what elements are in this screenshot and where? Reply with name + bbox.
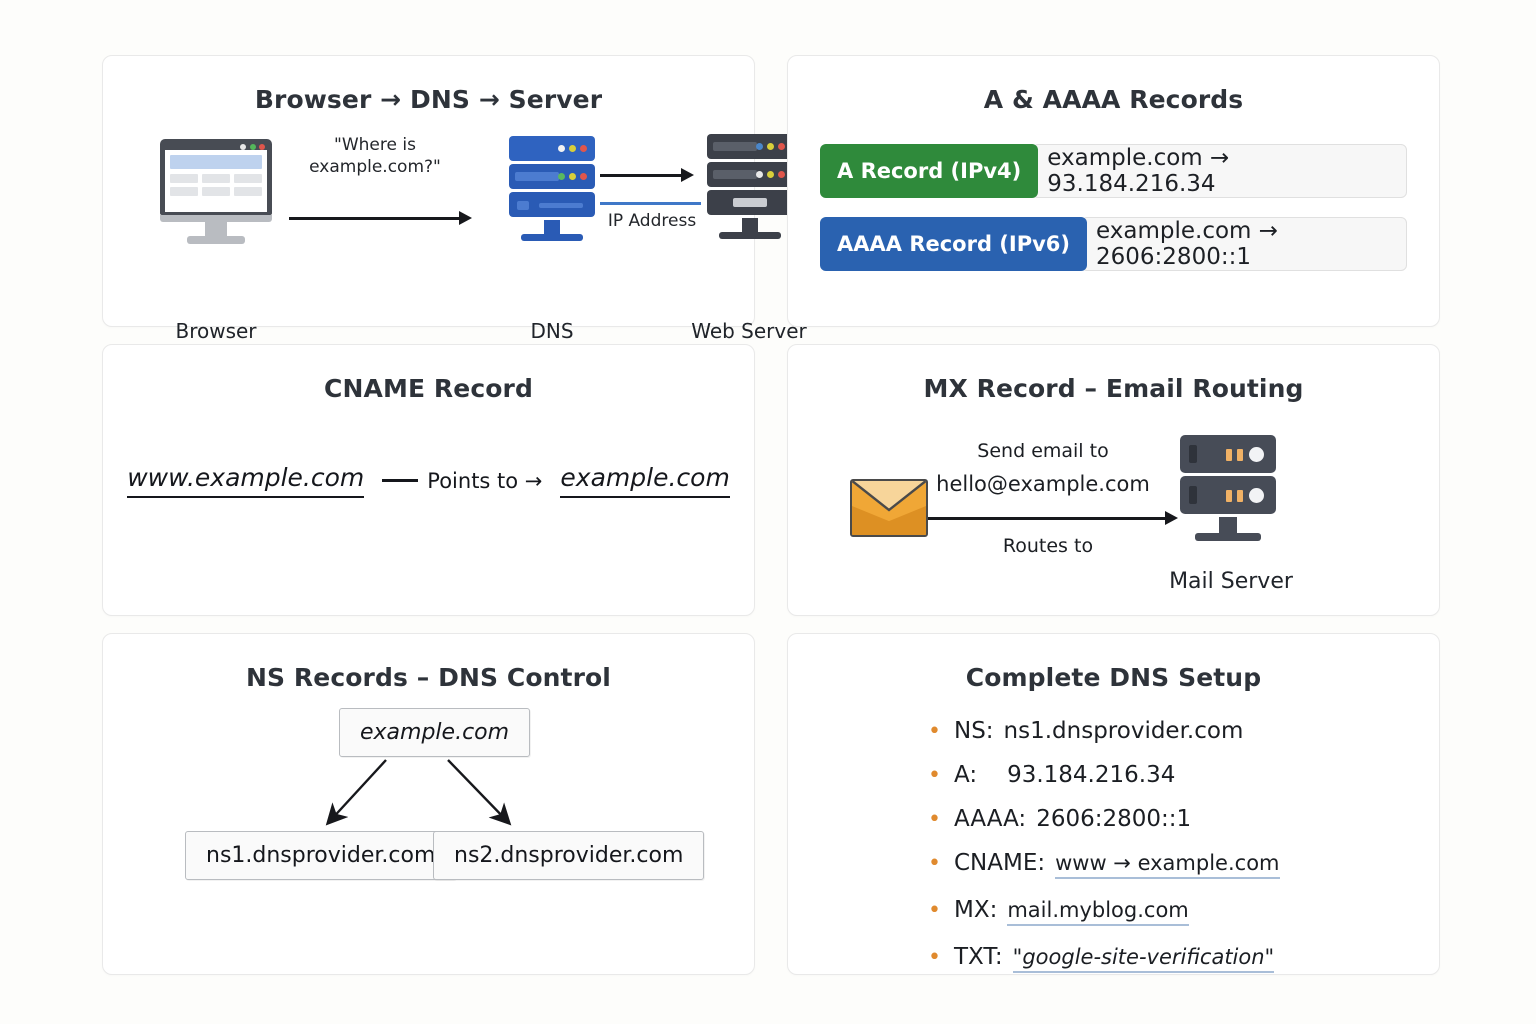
mx-arrow-line <box>928 517 1168 520</box>
setup-key-aaaa: AAAA: <box>953 806 1027 832</box>
query-label-line2: example.com?" <box>309 157 441 178</box>
envelope-flap-icon <box>852 481 926 512</box>
dns-infographic-board: Browser → DNS → Server <box>102 55 1440 975</box>
browser-caption: Browser <box>175 319 257 343</box>
cname-target: example.com <box>560 463 730 498</box>
panel-complete-dns-setup: Complete DNS Setup • NS: ns1.dnsprovider… <box>787 633 1440 975</box>
setup-value-ns: ns1.dnsprovider.com <box>1003 718 1244 744</box>
mx-send-line1: Send email to <box>977 440 1109 462</box>
setup-value-txt: "google-site-verification" <box>1012 945 1275 973</box>
flow-diagram: "Where is example.com?" <box>103 126 807 343</box>
browser-monitor-icon <box>160 139 272 244</box>
aaaa-record-value: example.com → 2606:2800::1 <box>1081 217 1407 271</box>
mx-diagram: Send email to hello@example.com Routes t… <box>788 417 1439 617</box>
panel-title-ns: NS Records – DNS Control <box>246 663 611 692</box>
arrow-browser-to-dns-head <box>459 211 472 225</box>
cname-source: www.example.com <box>127 463 365 498</box>
setup-item-aaaa: • AAAA: 2606:2800::1 <box>928 806 1439 832</box>
envelope-icon <box>850 479 928 537</box>
ns-diagram: example.com ns1.dnsprovider.com ns2.dnsp… <box>103 708 754 958</box>
aaaa-record-badge: AAAA Record (IPv6) <box>820 217 1088 271</box>
panel-title-mx: MX Record – Email Routing <box>923 374 1304 403</box>
ns-child-box-1: ns1.dnsprovider.com <box>185 831 457 880</box>
panel-title-records: A & AAAA Records <box>983 85 1244 114</box>
arrow-dns-to-server-head <box>681 168 694 182</box>
bullet-icon: • <box>928 763 941 788</box>
panel-title-cname: CNAME Record <box>324 374 533 403</box>
a-record-value: example.com → 93.184.216.34 <box>1032 144 1407 198</box>
panel-browser-dns-server: Browser → DNS → Server <box>102 55 807 343</box>
bullet-icon: • <box>928 898 941 923</box>
record-list: A Record (IPv4) example.com → 93.184.216… <box>788 144 1439 271</box>
panel-cname-record: CNAME Record www.example.com Points to →… <box>102 344 755 616</box>
bullet-icon: • <box>928 807 941 832</box>
mx-routes-label: Routes to <box>1002 535 1094 557</box>
mx-send-label: Send email to hello@example.com <box>898 439 1188 498</box>
dns-server-icon <box>509 136 595 241</box>
setup-value-aaaa: 2606:2800::1 <box>1036 806 1192 832</box>
panel-title-flow: Browser → DNS → Server <box>254 85 603 114</box>
connector-dash-icon <box>382 479 419 482</box>
setup-key-cname: CNAME: <box>953 850 1046 876</box>
setup-key-ns: NS: <box>953 718 994 744</box>
ip-address-label: IP Address <box>607 211 697 231</box>
mail-server-caption: Mail Server <box>1169 569 1293 594</box>
arrow-browser-to-dns-line <box>289 217 461 220</box>
mail-server-icon <box>1180 435 1276 541</box>
setup-key-txt: TXT: <box>953 944 1003 970</box>
panel-title-setup: Complete DNS Setup <box>965 663 1262 692</box>
dns-setup-list: • NS: ns1.dnsprovider.com • A: 93.184.21… <box>928 718 1439 973</box>
query-label-line1: "Where is <box>334 135 416 155</box>
setup-value-cname: www → example.com <box>1055 851 1280 879</box>
panel-mx-record: MX Record – Email Routing Send email to … <box>787 344 1440 616</box>
window-dots-icon <box>240 144 265 150</box>
ns-child-box-2: ns2.dnsprovider.com <box>433 831 705 880</box>
panel-a-aaaa-records: A & AAAA Records A Record (IPv4) example… <box>787 55 1440 327</box>
setup-value-mx: mail.myblog.com <box>1007 898 1189 926</box>
web-server-caption: Web Server <box>691 319 807 343</box>
setup-item-a: • A: 93.184.216.34 <box>928 762 1439 788</box>
web-server-icon <box>707 134 793 239</box>
cname-diagram: www.example.com Points to → example.com <box>103 463 754 498</box>
query-label: "Where is example.com?" <box>295 134 455 178</box>
setup-item-mx: • MX: mail.myblog.com <box>928 897 1439 926</box>
cname-connector: Points to → <box>382 469 542 493</box>
bullet-icon: • <box>928 851 941 876</box>
ip-address-line <box>600 202 701 205</box>
mx-arrow-head <box>1165 511 1178 525</box>
setup-key-mx: MX: <box>953 897 998 923</box>
a-record-badge: A Record (IPv4) <box>820 144 1039 198</box>
cname-connector-label: Points to → <box>427 468 543 493</box>
arrow-dns-to-server-line <box>600 174 684 177</box>
setup-value-a: 93.184.216.34 <box>1007 762 1176 788</box>
dns-caption: DNS <box>530 319 574 343</box>
record-row-aaaa: AAAA Record (IPv6) example.com → 2606:28… <box>820 217 1407 271</box>
setup-item-ns: • NS: ns1.dnsprovider.com <box>928 718 1439 744</box>
ns-root-box: example.com <box>339 708 531 757</box>
setup-item-txt: • TXT: "google-site-verification" <box>928 944 1439 973</box>
ns-arrows-icon <box>325 759 512 826</box>
setup-key-a: A: <box>953 762 978 788</box>
panel-ns-records: NS Records – DNS Control example.com ns1… <box>102 633 755 975</box>
setup-item-cname: • CNAME: www → example.com <box>928 850 1439 879</box>
bullet-icon: • <box>928 719 941 744</box>
bullet-icon: • <box>928 945 941 970</box>
mx-send-line2: hello@example.com <box>936 471 1150 496</box>
record-row-a: A Record (IPv4) example.com → 93.184.216… <box>820 144 1407 198</box>
